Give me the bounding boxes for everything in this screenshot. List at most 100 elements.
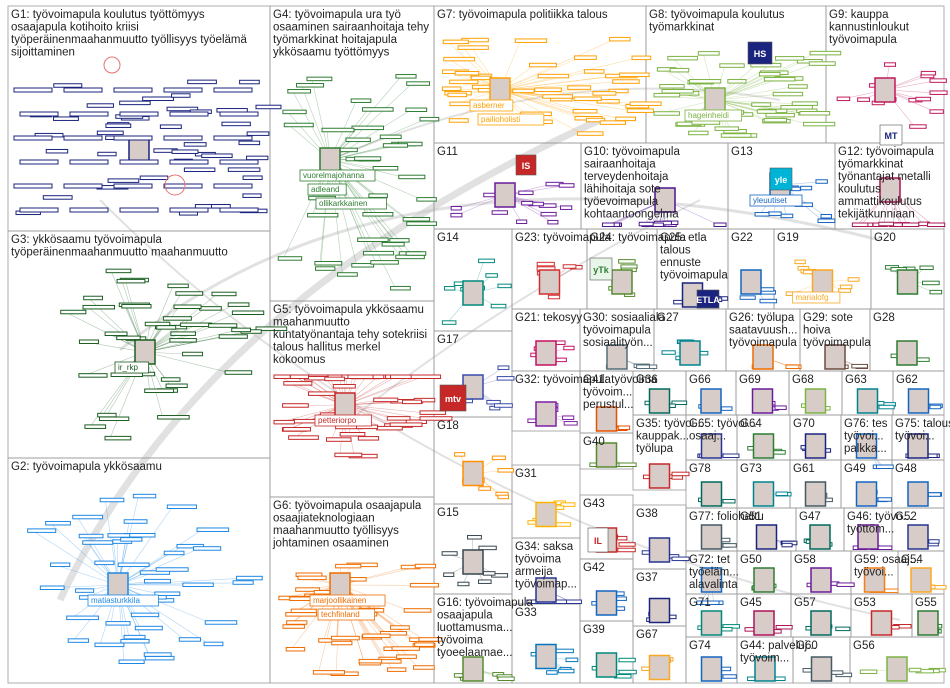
node xyxy=(592,91,617,96)
node-edge xyxy=(144,336,225,353)
group-box-g59 xyxy=(850,550,899,595)
node xyxy=(219,207,259,213)
node xyxy=(631,55,652,61)
node xyxy=(351,125,384,131)
group-label-g24: G24: työvoimapula xyxy=(590,232,686,244)
node xyxy=(296,83,325,88)
group-keyword-line: G18 xyxy=(437,420,459,432)
node xyxy=(335,563,362,569)
node xyxy=(350,98,372,103)
avatar xyxy=(740,269,762,295)
node xyxy=(326,437,352,442)
node xyxy=(182,351,204,357)
group-keyword-line: hoiva xyxy=(803,325,831,337)
avatar xyxy=(752,481,775,507)
node xyxy=(277,256,303,261)
node xyxy=(496,376,515,381)
node xyxy=(201,153,233,158)
node-label-petteriorpo: petteriorpo xyxy=(318,416,357,425)
node xyxy=(572,108,598,114)
node xyxy=(160,377,181,382)
node xyxy=(358,658,383,664)
group-keyword-line: G74 xyxy=(689,640,711,652)
node xyxy=(927,222,946,227)
node xyxy=(839,284,853,290)
group-label-g70: G70 xyxy=(793,418,815,430)
group-keyword-line: G39 xyxy=(583,624,605,636)
group-label-g61: G61 xyxy=(793,463,815,475)
group-keyword-line: maahanmuutto xyxy=(273,317,350,329)
logo-ytk xyxy=(589,257,613,281)
group-keyword-line: työvoimap... xyxy=(515,579,577,591)
node xyxy=(441,551,458,556)
node xyxy=(312,670,346,675)
logo-mt-text: MT xyxy=(885,131,898,141)
avatar xyxy=(907,481,929,507)
node xyxy=(143,578,171,584)
group-keyword-line: G40 xyxy=(583,436,605,448)
node xyxy=(414,642,435,647)
node xyxy=(915,96,932,102)
avatar xyxy=(824,344,846,370)
node-label-box xyxy=(114,361,149,374)
node xyxy=(139,175,169,181)
node xyxy=(203,641,224,647)
avatar xyxy=(107,572,129,598)
node-edge xyxy=(117,529,203,586)
group-keyword-line: G16: työvoimapula xyxy=(437,597,533,609)
node xyxy=(372,165,399,171)
node xyxy=(601,222,615,227)
node xyxy=(219,111,259,117)
node xyxy=(546,670,558,675)
node xyxy=(485,273,498,278)
group-label-g49: G49 xyxy=(844,463,866,475)
node xyxy=(441,320,457,325)
node xyxy=(94,560,115,566)
node xyxy=(877,545,893,550)
group-box-g74 xyxy=(685,636,738,684)
node xyxy=(583,69,605,74)
group-keyword-line: G3: ykkösaamu työvoimapula xyxy=(11,234,162,246)
group-keyword-line: G32: työvoimapula xyxy=(515,374,611,386)
node-circle xyxy=(103,56,121,74)
avatar xyxy=(654,187,676,213)
node-edge xyxy=(344,404,426,420)
avatar xyxy=(648,654,671,681)
node xyxy=(851,222,869,227)
group-keyword-line: työvoim... xyxy=(740,653,789,665)
group-keyword-line: kannustinloukut xyxy=(829,22,910,34)
node xyxy=(382,143,409,148)
node xyxy=(457,45,489,50)
node xyxy=(671,475,684,480)
node-label-box xyxy=(307,183,347,196)
node xyxy=(754,212,770,217)
group-keyword-line: työvoima xyxy=(515,554,562,566)
node xyxy=(362,633,391,639)
node xyxy=(196,527,230,532)
node xyxy=(835,672,853,678)
avatar xyxy=(489,77,511,103)
node-edge xyxy=(311,79,331,161)
node xyxy=(45,148,69,154)
node xyxy=(231,327,252,333)
group-box-g41 xyxy=(579,370,634,434)
node xyxy=(574,55,597,60)
group-label-g68: G68 xyxy=(792,374,814,386)
logo-il xyxy=(587,527,609,553)
logo-hs xyxy=(747,41,773,65)
group-label-g51: G51 xyxy=(740,511,762,523)
logo-yle-text: yle xyxy=(775,175,788,185)
group-label-g21: G21: tekosyy xyxy=(515,312,582,324)
group-keyword-line: ennuste xyxy=(660,257,701,269)
node xyxy=(171,149,199,154)
node xyxy=(577,131,604,136)
node xyxy=(836,582,855,587)
node xyxy=(144,655,175,661)
node xyxy=(478,545,497,551)
node-label-box xyxy=(309,594,386,607)
group-label-g22: G22 xyxy=(731,232,753,244)
node xyxy=(173,304,202,310)
